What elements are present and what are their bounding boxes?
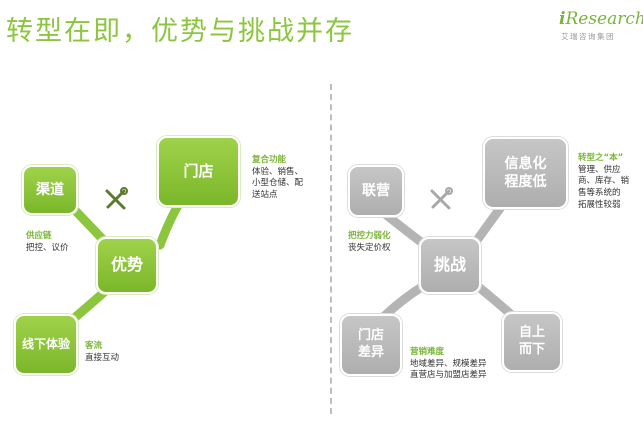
iresearch-logo: iResearch 艾瑞咨询集团 — [553, 6, 643, 46]
note-control-weakened: 把控力弱化 丧失定价权 — [348, 231, 391, 253]
node-franchise: 联营 — [348, 165, 404, 217]
node-advantage-center: 优势 — [96, 237, 158, 294]
logo-subtitle: 艾瑞咨询集团 — [561, 32, 615, 41]
wrench-screwdriver-icon — [105, 187, 128, 210]
note-store-function: 复合功能 体验、销售、 小型仓储、配 送站点 — [252, 155, 304, 201]
note-marketing-difficulty: 营销难度 地域差异、规模差异 直营店与加盟店差异 — [410, 347, 487, 381]
node-offline-experience: 线下体验 — [14, 314, 78, 375]
node-channel: 渠道 — [22, 165, 78, 215]
page-title: 转型在即，优势与挑战并存 — [6, 16, 354, 47]
note-supply-chain: 供应链 把控、议价 — [26, 231, 69, 253]
note-customer-flow: 客流 直接互动 — [85, 341, 120, 363]
node-store: 门店 — [157, 136, 240, 207]
note-transformation-core: 转型之“本” 管理、供应 商、库存、销 售等系统的 拓展性较弱 — [578, 153, 630, 210]
node-informatization: 信息化程度低 — [483, 137, 568, 209]
node-challenge-center: 挑战 — [419, 237, 481, 294]
node-top-down: 自上而下 — [502, 312, 562, 372]
logo-word: Research — [565, 9, 643, 29]
section-divider — [330, 84, 332, 414]
node-store-difference: 门店差异 — [340, 314, 402, 376]
wrench-screwdriver-icon-gray — [430, 187, 453, 210]
